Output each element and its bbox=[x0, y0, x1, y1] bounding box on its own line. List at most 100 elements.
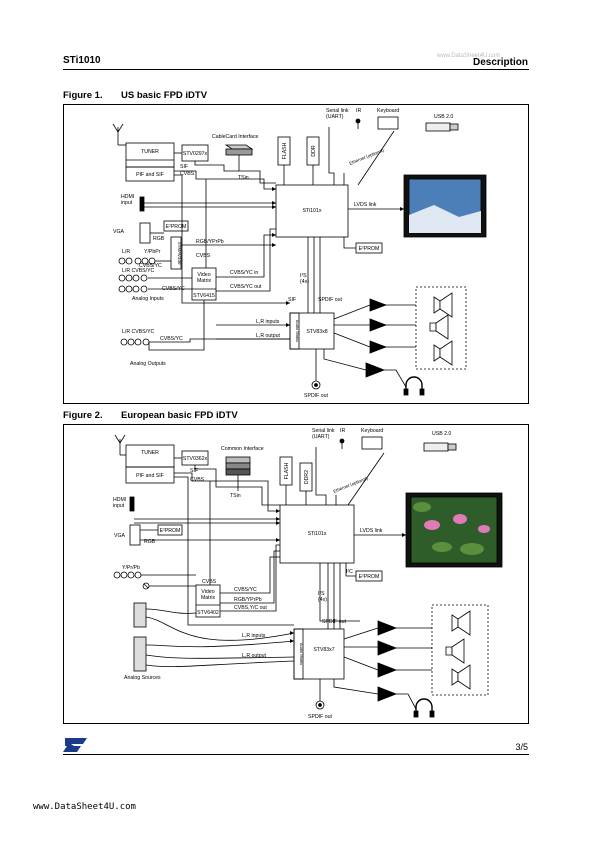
stv6415-label: STV6415 bbox=[193, 293, 215, 299]
flash-label: FLASH bbox=[284, 462, 290, 479]
figure1-title: US basic FPD iDTV bbox=[121, 90, 208, 101]
input-jacks-row1 bbox=[118, 257, 156, 265]
cvbsyc-label: CVBS/YC bbox=[234, 587, 257, 593]
lr-output-label: L,R output bbox=[242, 653, 266, 659]
tuner-label: TUNER bbox=[141, 149, 159, 155]
usb-plug-icon bbox=[423, 442, 457, 452]
lvds-label: LVDS link bbox=[354, 202, 377, 208]
speaker-group-icon bbox=[415, 286, 467, 370]
video-matrix-box bbox=[195, 584, 221, 618]
i2s-label: I²S(4x) bbox=[318, 591, 327, 603]
common-interface-icon bbox=[225, 456, 251, 476]
section-title: Description bbox=[472, 57, 528, 68]
stv0362-label: STV0362x bbox=[183, 456, 208, 462]
spdif-out-label: SPDIF out bbox=[322, 619, 346, 625]
sif-label: SIF bbox=[190, 468, 198, 474]
lr-inputs-label: L,R inputs bbox=[256, 319, 280, 325]
soc-box bbox=[275, 184, 349, 238]
rgbypbpr-label: RGB/YPrPb bbox=[196, 239, 224, 245]
eprom2-label: E²PROM bbox=[359, 574, 380, 580]
audio-matrix-label: Audio Matrix bbox=[299, 643, 304, 665]
spdif-out2-label: SPDIF out bbox=[308, 714, 332, 720]
serial-label: Serial link(UART) bbox=[326, 108, 349, 120]
cvbsyc-out-label: CVBS/YC out bbox=[230, 284, 262, 290]
figure2-title: European basic FPD iDTV bbox=[121, 410, 238, 421]
headphones-icon bbox=[413, 698, 435, 718]
rgb-label: RGB bbox=[144, 539, 156, 545]
figure1-number: Figure 1. bbox=[63, 90, 103, 101]
stv83-label: STV83x7 bbox=[313, 647, 334, 653]
ir-sensor-icon bbox=[339, 438, 345, 449]
soc-label: STi101x bbox=[303, 208, 322, 214]
keyboard-icon bbox=[377, 116, 399, 130]
cvbsyc-out-label: CVBS,Y/C out bbox=[234, 605, 267, 611]
lr-inputs-label: L,R inputs bbox=[242, 633, 266, 639]
analog-in-label: Analog Inputs bbox=[132, 296, 164, 302]
document-title: STi1010 bbox=[63, 55, 101, 66]
flash-label: FLASH bbox=[282, 142, 288, 159]
ypbpr-label: Y/Pr/Pb bbox=[122, 565, 140, 571]
cvbsyc-a-label: CVBS/YC bbox=[139, 263, 162, 269]
keyboard-icon bbox=[361, 436, 383, 450]
analog-src-label: Analog Sources bbox=[124, 675, 161, 681]
ddr-label: DDR bbox=[311, 145, 317, 156]
cvbs2-label: CVBS bbox=[202, 579, 217, 585]
ethernet-label: Ethernet (optional) bbox=[349, 147, 386, 166]
page-number: 3/5 bbox=[515, 742, 528, 752]
figure2-number: Figure 2. bbox=[63, 410, 103, 421]
figure1-frame: TUNER PIF and SIF STV0297x CableCard Int… bbox=[63, 104, 529, 404]
figure2-frame: TUNER PIF and SIF STV0362x Common Interf… bbox=[63, 424, 529, 724]
vga-label: VGA bbox=[114, 533, 125, 539]
pif-box bbox=[125, 466, 175, 484]
analog-out-label: Analog Outputs bbox=[130, 361, 166, 367]
pif-label: PIF and SIF bbox=[136, 172, 164, 178]
spdif-out2-label: SPDIF out bbox=[304, 393, 328, 399]
stv0297-label: STV0297x bbox=[183, 151, 208, 157]
ir-label: IR bbox=[356, 108, 361, 114]
ypbpr-label: Y/PbPr bbox=[144, 249, 161, 255]
vga-connector-icon bbox=[129, 524, 141, 546]
ethernet-label: Ethernet (optional) bbox=[333, 475, 370, 494]
output-jacks bbox=[120, 338, 150, 346]
cvbsyc-in-label: CVBS/YC in bbox=[230, 270, 258, 276]
lotus-flowers bbox=[413, 502, 490, 555]
header-rule bbox=[63, 69, 529, 70]
serial-label: Serial link(UART) bbox=[312, 428, 335, 440]
arrowheads bbox=[272, 187, 404, 327]
component-jacks bbox=[113, 571, 150, 590]
tsin-label: TSin bbox=[238, 175, 249, 181]
cvbs2-label: CVBS bbox=[196, 253, 211, 259]
spdif-out-label: SPDIF out bbox=[318, 297, 342, 303]
usb-label: USB 2.0 bbox=[434, 114, 453, 120]
st-logo bbox=[63, 738, 87, 757]
ir-label: IR bbox=[340, 428, 345, 434]
amplifier-icons bbox=[365, 298, 388, 378]
spdif-connector-icon bbox=[311, 380, 321, 390]
keyboard-label: Keyboard bbox=[361, 428, 383, 434]
cvbsyc-c-label: CVBS/YC bbox=[160, 336, 183, 342]
eprom-label: E²PROM bbox=[166, 224, 187, 230]
headphones-icon bbox=[403, 376, 425, 396]
figure1-caption: Figure 1. US basic FPD iDTV bbox=[63, 90, 207, 101]
ddr-label: DDR2 bbox=[304, 470, 310, 484]
usb-label: USB 2.0 bbox=[432, 431, 451, 437]
sif2-label: SIF bbox=[288, 297, 296, 303]
header-watermark: www.DataSheet4U.com bbox=[437, 53, 501, 59]
stv83-label: STV83x8 bbox=[306, 329, 327, 335]
scart-connectors-icon bbox=[133, 602, 147, 672]
cablecard-label: CableCard Interface bbox=[212, 134, 259, 140]
usb-plug-icon bbox=[425, 122, 459, 132]
footer-watermark: www.DataSheet4U.com bbox=[33, 802, 136, 812]
cablecard-icon bbox=[224, 144, 254, 156]
spdif-connector-icon bbox=[315, 700, 325, 710]
cvbs-label: CVBS bbox=[180, 171, 195, 177]
ir-sensor-icon bbox=[355, 118, 361, 129]
footer-rule bbox=[63, 754, 529, 755]
lr-cvbsyc-label: L/R CVBS/YC bbox=[122, 329, 155, 335]
tuner-box bbox=[125, 444, 175, 468]
keyboard-label: Keyboard bbox=[377, 108, 399, 114]
tsin-label: TSin bbox=[230, 493, 241, 499]
